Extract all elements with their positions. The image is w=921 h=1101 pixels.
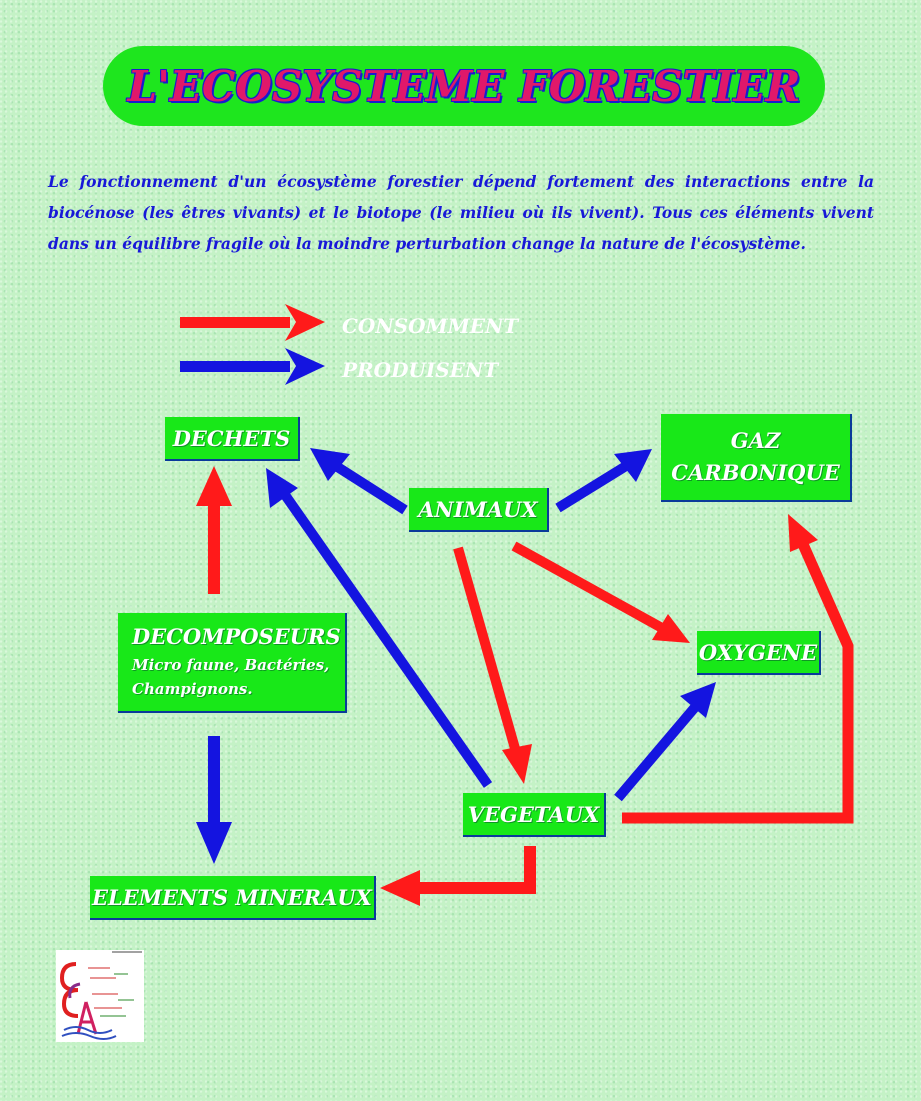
arrow-animaux-to-gaz <box>555 449 652 513</box>
arrow-vegetaux-to-gaz <box>622 514 854 824</box>
legend-consomment-arrow <box>180 304 325 341</box>
arrow-animaux-to-oxygene <box>511 541 690 643</box>
node-dechets: DECHETS <box>165 417 300 461</box>
node-dechets-label: DECHETS <box>172 425 291 451</box>
node-elements-mineraux: ELEMENTS MINERAUX <box>90 876 376 920</box>
arrow-animaux-to-vegetaux <box>453 546 532 784</box>
node-decomposeurs: DECOMPOSEURS Micro faune, Bactéries, Cha… <box>118 613 347 713</box>
node-decomposeurs-title: DECOMPOSEURS <box>132 623 341 649</box>
node-animaux-label: ANIMAUX <box>418 496 538 522</box>
node-decomposeurs-line2: Champignons. <box>132 679 253 698</box>
arrow-decomposeurs-to-mineraux <box>196 736 232 864</box>
logo <box>56 950 144 1042</box>
logo-graphic <box>56 950 144 1042</box>
node-oxygene-label: OXYGENE <box>698 639 818 665</box>
node-mineraux-label: ELEMENTS MINERAUX <box>92 884 372 910</box>
node-gaz-label-1: GAZ <box>730 428 781 453</box>
legend-consomment-label: CONSOMMENT <box>342 314 519 338</box>
arrow-animaux-to-dechets <box>310 448 408 515</box>
node-vegetaux: VEGETAUX <box>463 793 606 837</box>
node-oxygene: OXYGENE <box>697 631 821 675</box>
legend-produisent-label: PRODUISENT <box>342 358 499 382</box>
title-banner: L'ECOSYSTEME FORESTIER <box>103 46 825 126</box>
legend-produisent-arrow <box>180 348 325 385</box>
arrow-vegetaux-to-oxygene <box>614 682 716 802</box>
arrow-vegetaux-to-mineraux <box>380 846 536 906</box>
arrow-decomposeurs-to-dechets <box>196 466 232 594</box>
node-vegetaux-label: VEGETAUX <box>467 801 600 827</box>
arrow-vegetaux-to-dechets <box>266 468 493 788</box>
node-decomposeurs-line1: Micro faune, Bactéries, <box>132 655 330 674</box>
node-animaux: ANIMAUX <box>409 488 549 532</box>
intro-paragraph: Le fonctionnement d'un écosystème forest… <box>48 172 874 253</box>
page-title: L'ECOSYSTEME FORESTIER <box>127 61 801 111</box>
node-gaz-label-2: CARBONIQUE <box>671 460 840 485</box>
node-gaz-carbonique: GAZ CARBONIQUE <box>661 414 852 502</box>
